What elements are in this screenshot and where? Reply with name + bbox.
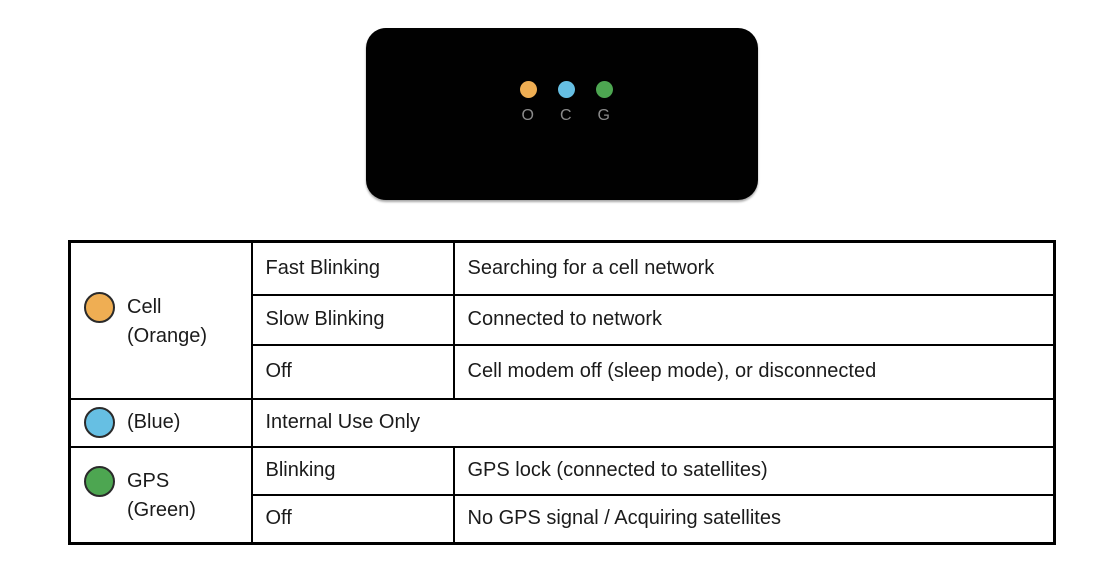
blue-circle-icon: [84, 407, 115, 438]
state-cell: Fast Blinking: [250, 240, 455, 296]
blue-led-column: C: [547, 81, 585, 125]
meaning-cell: Internal Use Only: [250, 397, 1056, 448]
blue-header-cell: (Blue): [68, 397, 253, 448]
meaning-cell: No GPS signal / Acquiring satellites: [452, 493, 1056, 545]
green-led-label: G: [597, 107, 611, 124]
state-cell: Blinking: [250, 445, 455, 496]
led-status-table: Cell (Orange) Fast Blinking Searching fo…: [68, 240, 1056, 545]
state-cell: Slow Blinking: [250, 293, 455, 346]
table-row: Slow Blinking Connected to network: [70, 293, 1056, 346]
meaning-cell: Cell modem off (sleep mode), or disconne…: [452, 343, 1056, 400]
table-row: (Blue) Internal Use Only: [68, 397, 1056, 448]
state-cell: Off: [250, 343, 455, 400]
gps-green-header-cell: GPS (Green): [68, 445, 253, 545]
orange-led-icon: [519, 81, 537, 98]
cell-orange-header-cell: Cell (Orange): [68, 240, 253, 400]
meaning-cell: Connected to network: [452, 293, 1056, 346]
blue-led-label: C: [559, 107, 573, 124]
led-color-label: (Orange): [127, 324, 208, 347]
device-image: O C G: [366, 28, 758, 200]
table-row: Off No GPS signal / Acquiring satellites: [70, 493, 1056, 545]
orange-led-label: O: [521, 107, 535, 124]
table-row: Cell (Orange) Fast Blinking Searching fo…: [68, 240, 1056, 400]
led-name-label: Cell: [127, 295, 162, 318]
orange-led-column: O: [509, 81, 547, 125]
table-row: GPS (Green) Blinking GPS lock (connected…: [68, 445, 1056, 545]
led-color-label: (Blue): [127, 411, 181, 433]
green-led-column: G: [585, 81, 623, 125]
led-name-label: GPS: [127, 470, 170, 493]
led-strip: O C G: [509, 81, 623, 125]
orange-circle-icon: [84, 291, 115, 323]
state-cell: Off: [250, 493, 455, 545]
led-color-label: (Green): [127, 499, 196, 522]
meaning-cell: Searching for a cell network: [452, 240, 1056, 296]
green-led-icon: [595, 81, 613, 98]
meaning-cell: GPS lock (connected to satellites): [452, 445, 1056, 496]
table-row: Off Cell modem off (sleep mode), or disc…: [70, 343, 1056, 400]
green-circle-icon: [84, 466, 115, 498]
blue-led-icon: [557, 81, 575, 98]
